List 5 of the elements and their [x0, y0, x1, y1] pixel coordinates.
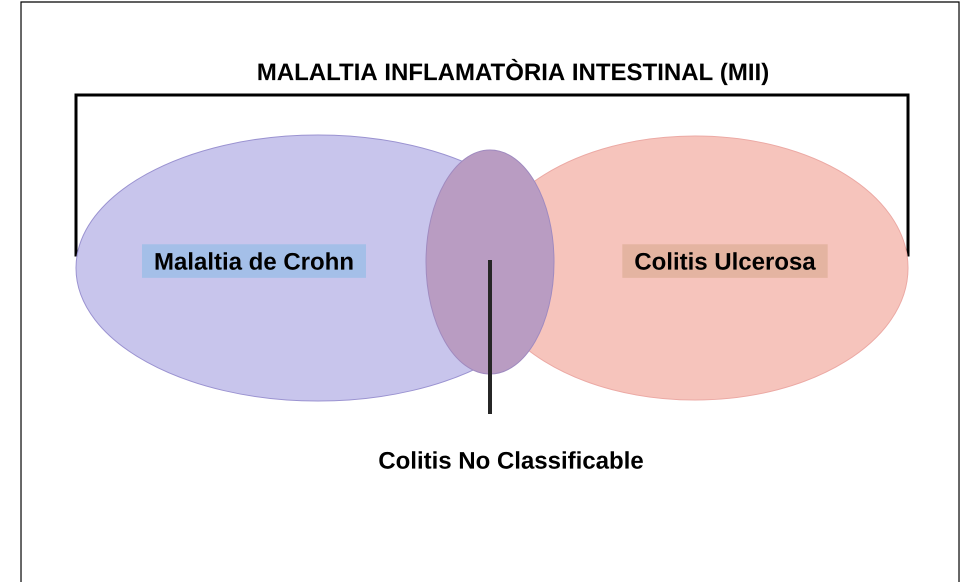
- label: Colitis No Classificable: [379, 451, 643, 469]
- label-box: Malaltia de Crohn: [142, 244, 366, 278]
- title: MALALTIA INFLAMATÒRIA INTESTINAL (MII): [258, 58, 768, 86]
- label-box: Colitis Ulcerosa: [622, 244, 828, 278]
- leader-line: [488, 260, 492, 414]
